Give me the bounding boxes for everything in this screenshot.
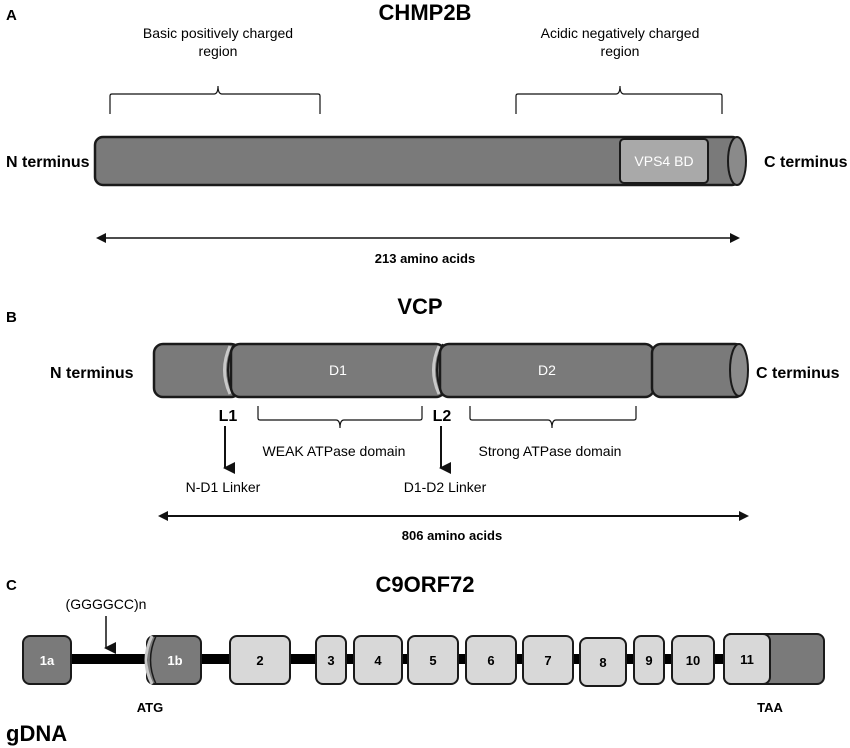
panel-c-title: C9ORF72 — [375, 572, 474, 597]
exon-5: 5 — [407, 635, 459, 685]
exon-11-label: 11 — [740, 652, 754, 667]
exon-3-label: 3 — [327, 653, 334, 668]
vcp-n-terminus: N terminus — [50, 365, 134, 382]
exon-11: 11 — [723, 633, 825, 685]
panel-b-letter: B — [6, 309, 17, 326]
basic-region-brace — [109, 85, 321, 114]
panel-b: B VCP N terminus C terminus D1 D2 L1 L2 … — [6, 294, 840, 543]
vcp-length-label: 806 amino acids — [402, 528, 502, 543]
chmp2b-end-cap — [727, 136, 747, 186]
d2-label: D2 — [538, 362, 556, 378]
exon-7: 7 — [522, 635, 574, 685]
acidic-region-label-line2: region — [601, 43, 640, 59]
exon-9-label: 9 — [645, 653, 652, 668]
panel-c: C C9ORF72 (GGGGCC)n 1a 1b 2 3 4 — [6, 572, 825, 746]
exon-10: 10 — [671, 635, 715, 685]
chmp2b-length-label: 213 amino acids — [375, 251, 475, 266]
panel-a-letter: A — [6, 7, 17, 24]
vcp-c-terminus: C terminus — [756, 365, 840, 382]
exon-8: 8 — [579, 637, 627, 687]
panel-c-letter: C — [6, 577, 17, 594]
l1-label: L1 — [219, 408, 238, 425]
exon-1a-label: 1a — [40, 653, 55, 668]
exon-9: 9 — [633, 635, 665, 685]
l2-label: L2 — [433, 408, 452, 425]
panel-a-title: CHMP2B — [379, 0, 472, 25]
exon-4-label: 4 — [374, 653, 382, 668]
strong-domain-label: Strong ATPase domain — [479, 443, 622, 459]
vps4-bd-domain — [619, 138, 709, 184]
strong-domain-brace — [469, 406, 637, 429]
panel-a: A CHMP2B Basic positively charged region… — [6, 0, 848, 266]
chmp2b-c-terminus: C terminus — [764, 154, 848, 171]
repeat-label: (GGGGCC)n — [66, 596, 147, 612]
exon-2: 2 — [229, 635, 291, 685]
chmp2b-n-terminus: N terminus — [6, 154, 90, 171]
acidic-region-brace — [515, 85, 723, 114]
exon-1b: 1b — [144, 635, 202, 685]
taa-label: TAA — [757, 700, 783, 715]
exon-2-label: 2 — [256, 653, 263, 668]
exon-7-label: 7 — [544, 653, 551, 668]
l2-joint-highlight — [432, 345, 441, 395]
atg-label: ATG — [137, 700, 163, 715]
vcp-end-cap — [729, 343, 749, 397]
exon-6: 6 — [465, 635, 517, 685]
d1-d2-linker-label: D1-D2 Linker — [404, 479, 487, 495]
exon-10-label: 10 — [686, 653, 700, 668]
basic-region-label-line2: region — [199, 43, 238, 59]
n-d1-linker-label: N-D1 Linker — [186, 479, 261, 495]
basic-region-label-line1: Basic positively charged — [143, 25, 293, 41]
weak-domain-label: WEAK ATPase domain — [263, 443, 406, 459]
exon-1b-label: 1b — [167, 653, 182, 668]
vps4-bd-label: VPS4 BD — [634, 153, 693, 169]
exon-3: 3 — [315, 635, 347, 685]
exon-5-label: 5 — [429, 653, 436, 668]
l1-joint-highlight — [223, 345, 232, 395]
panel-b-title: VCP — [397, 294, 442, 319]
d1-label: D1 — [329, 362, 347, 378]
exon-1a: 1a — [22, 635, 72, 685]
acidic-region-label-line1: Acidic negatively charged — [541, 25, 700, 41]
gdna-label: gDNA — [6, 721, 67, 746]
exon-6-label: 6 — [487, 653, 494, 668]
l2-joint — [436, 343, 444, 397]
exon-4: 4 — [353, 635, 403, 685]
exon-8-label: 8 — [599, 655, 606, 670]
l1-joint — [227, 343, 235, 397]
weak-domain-brace — [257, 406, 423, 429]
